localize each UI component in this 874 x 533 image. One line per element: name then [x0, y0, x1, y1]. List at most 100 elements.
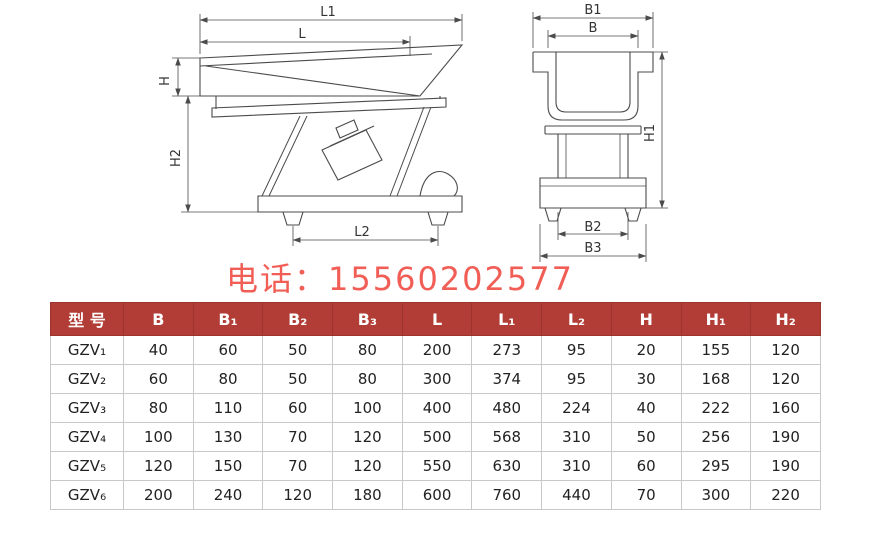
value-cell: 60: [192, 335, 264, 365]
model-cell: GZV₄: [50, 422, 124, 452]
technical-drawing: L1 L H H2 L2: [158, 3, 668, 262]
value-cell: 100: [123, 422, 194, 452]
col-header: B₃: [332, 302, 403, 336]
dim-l1: [199, 14, 463, 54]
value-cell: 120: [750, 364, 821, 394]
springs: [261, 106, 432, 197]
value-cell: 240: [192, 480, 264, 510]
value-cell: 50: [262, 364, 334, 394]
dim-label-b2: B2: [584, 220, 601, 235]
value-cell: 440: [541, 480, 612, 510]
value-cell: 80: [123, 393, 194, 423]
value-cell: 300: [680, 480, 752, 510]
value-cell: 100: [332, 393, 403, 423]
value-cell: 220: [750, 480, 821, 510]
value-cell: 480: [471, 393, 543, 423]
dim-b: [547, 30, 639, 48]
value-cell: 374: [471, 364, 543, 394]
dim-l2: [292, 226, 439, 246]
col-header-model: 型 号: [50, 302, 124, 336]
dim-label-b: B: [589, 21, 598, 36]
dim-label-b1: B1: [584, 3, 601, 18]
dim-l: [199, 36, 411, 56]
col-header: H: [610, 302, 682, 336]
value-cell: 568: [471, 422, 543, 452]
value-cell: 120: [332, 451, 403, 481]
value-cell: 30: [610, 364, 682, 394]
tray-outline: [199, 44, 464, 97]
bracket: [419, 170, 458, 197]
value-cell: 224: [541, 393, 612, 423]
vibrator-motor: [321, 119, 383, 181]
value-cell: 550: [401, 451, 473, 481]
value-cell: 273: [471, 335, 543, 365]
col-header: L₁: [471, 302, 543, 336]
model-cell: GZV₆: [50, 480, 124, 510]
value-cell: 95: [541, 364, 612, 394]
value-cell: 60: [610, 451, 682, 481]
value-cell: 50: [262, 335, 334, 365]
model-cell: GZV₃: [50, 393, 124, 423]
value-cell: 600: [401, 480, 473, 510]
watermark-phone: 电话：15560202577: [226, 260, 574, 298]
front-view-drawing: B1 B H1 B2 B3: [532, 3, 668, 262]
value-cell: 150: [192, 451, 264, 481]
value-cell: 120: [123, 451, 194, 481]
value-cell: 80: [192, 364, 264, 394]
value-cell: 120: [262, 480, 334, 510]
dim-b3: [539, 224, 647, 262]
value-cell: 60: [123, 364, 194, 394]
value-cell: 80: [332, 335, 403, 365]
value-cell: 760: [471, 480, 543, 510]
dim-label-l: L: [298, 27, 306, 42]
dim-b2: [557, 212, 629, 240]
value-cell: 110: [192, 393, 264, 423]
joint-flange: [544, 125, 642, 135]
value-cell: 168: [680, 364, 752, 394]
value-cell: 200: [401, 335, 473, 365]
feet: [282, 211, 449, 226]
dim-h1: [646, 51, 668, 209]
side-view-drawing: L1 L H H2 L2: [158, 5, 464, 246]
value-cell: 300: [401, 364, 473, 394]
value-cell: 40: [123, 335, 194, 365]
value-cell: 190: [750, 422, 821, 452]
body-column: [557, 134, 629, 178]
base-front: [539, 177, 647, 209]
trough-section: [532, 51, 654, 121]
dim-h: [172, 57, 200, 97]
value-cell: 20: [610, 335, 682, 365]
value-cell: 200: [123, 480, 194, 510]
dim-label-h1: H1: [643, 124, 658, 142]
dim-h2: [181, 95, 258, 213]
col-header: B₁: [192, 302, 264, 336]
deck: [211, 96, 447, 118]
dim-label-h: H: [158, 76, 173, 86]
model-cell: GZV₂: [50, 364, 124, 394]
value-cell: 50: [610, 422, 682, 452]
dim-label-l2: L2: [354, 225, 370, 240]
value-cell: 155: [680, 335, 752, 365]
col-header: H₁: [680, 302, 752, 336]
base-outline: [257, 195, 463, 213]
value-cell: 256: [680, 422, 752, 452]
value-cell: 80: [332, 364, 403, 394]
value-cell: 180: [332, 480, 403, 510]
value-cell: 500: [401, 422, 473, 452]
model-cell: GZV₁: [50, 335, 124, 365]
value-cell: 70: [262, 451, 334, 481]
dim-b1: [532, 12, 654, 48]
dim-label-b3: B3: [584, 241, 601, 256]
dim-label-h2: H2: [169, 149, 184, 167]
value-cell: 630: [471, 451, 543, 481]
